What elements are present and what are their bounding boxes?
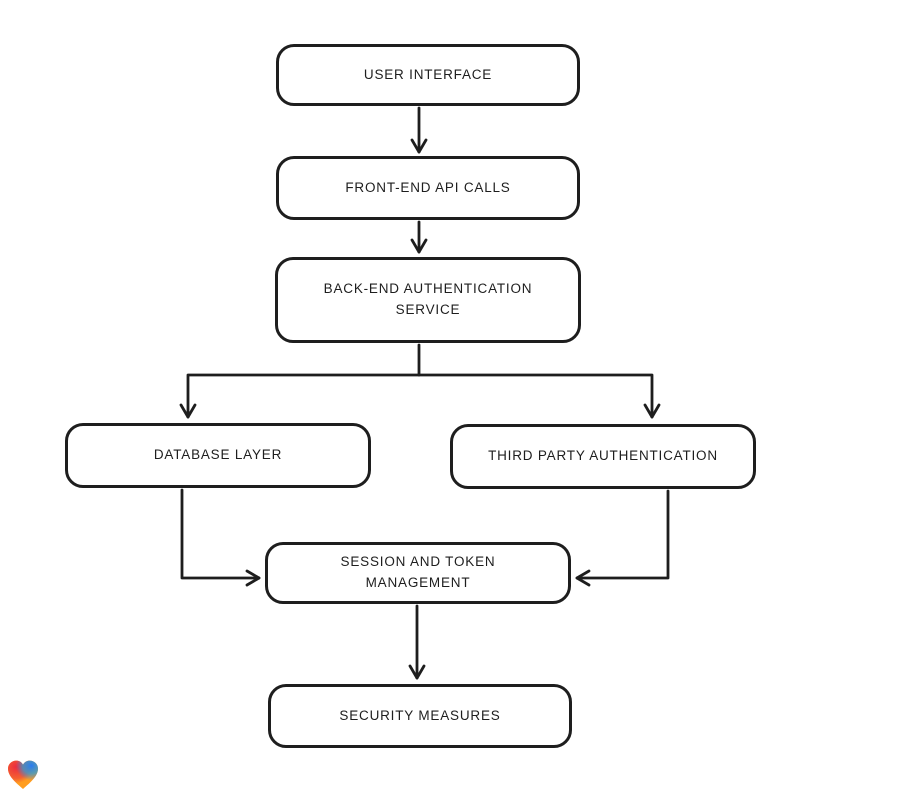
node-session-and-token-management: SESSION AND TOKEN MANAGEMENT: [265, 542, 571, 604]
edge-back-end-to-database-layer: [179, 373, 421, 419]
node-security-measures: SECURITY MEASURES: [268, 684, 572, 748]
edge-third-party-to-session: [575, 489, 670, 587]
node-user-interface: USER INTERFACE: [276, 44, 580, 106]
edge-database-layer-to-session: [180, 488, 261, 587]
heart-icon: [8, 760, 38, 789]
node-back-end-authentication-service: BACK-END AUTHENTICATION SERVICE: [275, 257, 581, 343]
node-front-end-api-calls: FRONT-END API CALLS: [276, 156, 580, 220]
node-third-party-authentication: THIRD PARTY AUTHENTICATION: [450, 424, 756, 489]
gradient-heart-logo[interactable]: [6, 759, 40, 791]
node-database-layer: DATABASE LAYER: [65, 423, 371, 488]
edge-back-end-to-third-party: [417, 373, 661, 419]
